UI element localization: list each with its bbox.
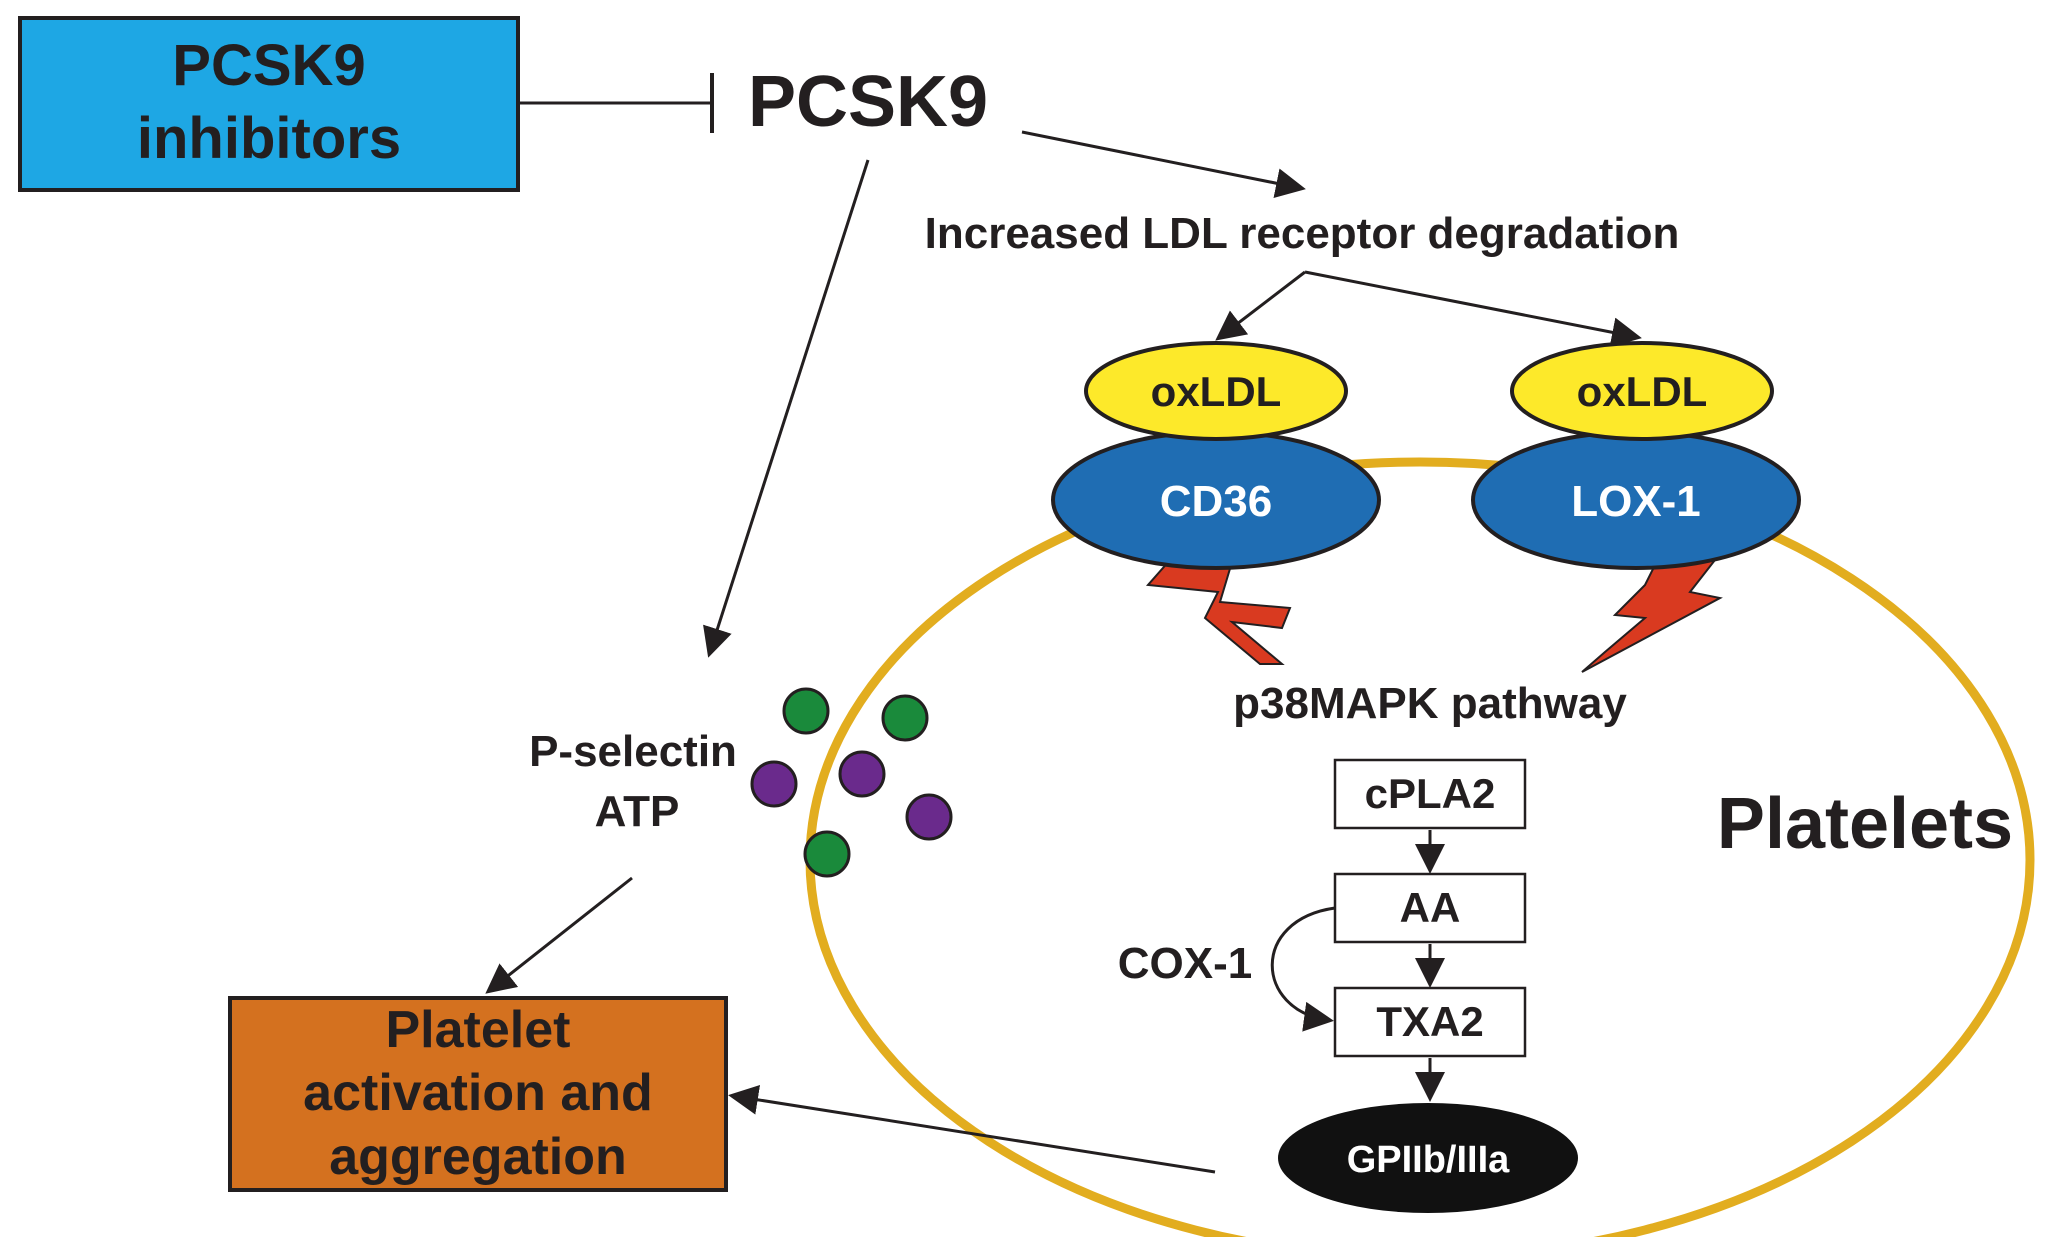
arrow-pcsk9-to-ldl bbox=[1021, 130, 1306, 198]
green-granule-dot bbox=[803, 830, 851, 878]
green-granule-dot bbox=[881, 694, 929, 742]
activation-line1: Platelet bbox=[386, 1001, 571, 1059]
arrow-ldl-to-oxldl-left bbox=[1215, 270, 1306, 341]
green-granule-dot bbox=[782, 687, 830, 735]
pselectin-label: P-selectin bbox=[529, 727, 737, 776]
purple-granule-dot bbox=[905, 793, 953, 841]
aa-label: AA bbox=[1400, 884, 1461, 931]
pcsk9-label: PCSK9 bbox=[748, 62, 988, 142]
platelet-activation-box bbox=[228, 996, 728, 1192]
platelets-label: Platelets bbox=[1717, 784, 2013, 864]
aa-box bbox=[1333, 872, 1527, 944]
arrow-granules-to-activation bbox=[485, 876, 633, 994]
pcsk9-inhibitors-line2: inhibitors bbox=[137, 106, 401, 171]
lightning-right-icon bbox=[1581, 553, 1723, 673]
lox1-label: LOX-1 bbox=[1571, 477, 1701, 526]
activation-line3: aggregation bbox=[329, 1128, 627, 1186]
purple-granule-dot bbox=[838, 750, 886, 798]
gpiib-iiia-label: GPIIb/IIIa bbox=[1347, 1139, 1510, 1181]
arrow-pcsk9-to-granules bbox=[703, 159, 870, 658]
p38mapk-label: p38MAPK pathway bbox=[1233, 679, 1627, 728]
cox1-label: COX-1 bbox=[1118, 939, 1252, 988]
cox1-curved-arrow bbox=[1270, 906, 1336, 1032]
atp-label: ATP bbox=[595, 787, 680, 836]
cd36-label: CD36 bbox=[1160, 477, 1273, 526]
txa2-box bbox=[1333, 986, 1527, 1058]
ldl-degradation-label: Increased LDL receptor degradation bbox=[925, 209, 1680, 258]
arrow-gp-to-activation bbox=[728, 1084, 1216, 1174]
lightning-left-icon bbox=[1145, 558, 1292, 665]
oxldl-right-label: oxLDL bbox=[1577, 368, 1708, 415]
oxldl-left bbox=[1084, 341, 1348, 441]
oxldl-right bbox=[1510, 341, 1774, 441]
activation-line2: activation and bbox=[303, 1064, 653, 1122]
arrow-ldl-to-oxldl-right bbox=[1304, 270, 1642, 348]
gpiib-iiia bbox=[1278, 1103, 1578, 1213]
pcsk9-inhibitors-line1: PCSK9 bbox=[172, 33, 365, 98]
purple-granule-dot bbox=[750, 760, 798, 808]
cpla2-box bbox=[1333, 758, 1527, 830]
oxldl-left-label: oxLDL bbox=[1151, 368, 1282, 415]
cpla2-label: cPLA2 bbox=[1365, 770, 1496, 817]
txa2-label: TXA2 bbox=[1376, 998, 1483, 1045]
